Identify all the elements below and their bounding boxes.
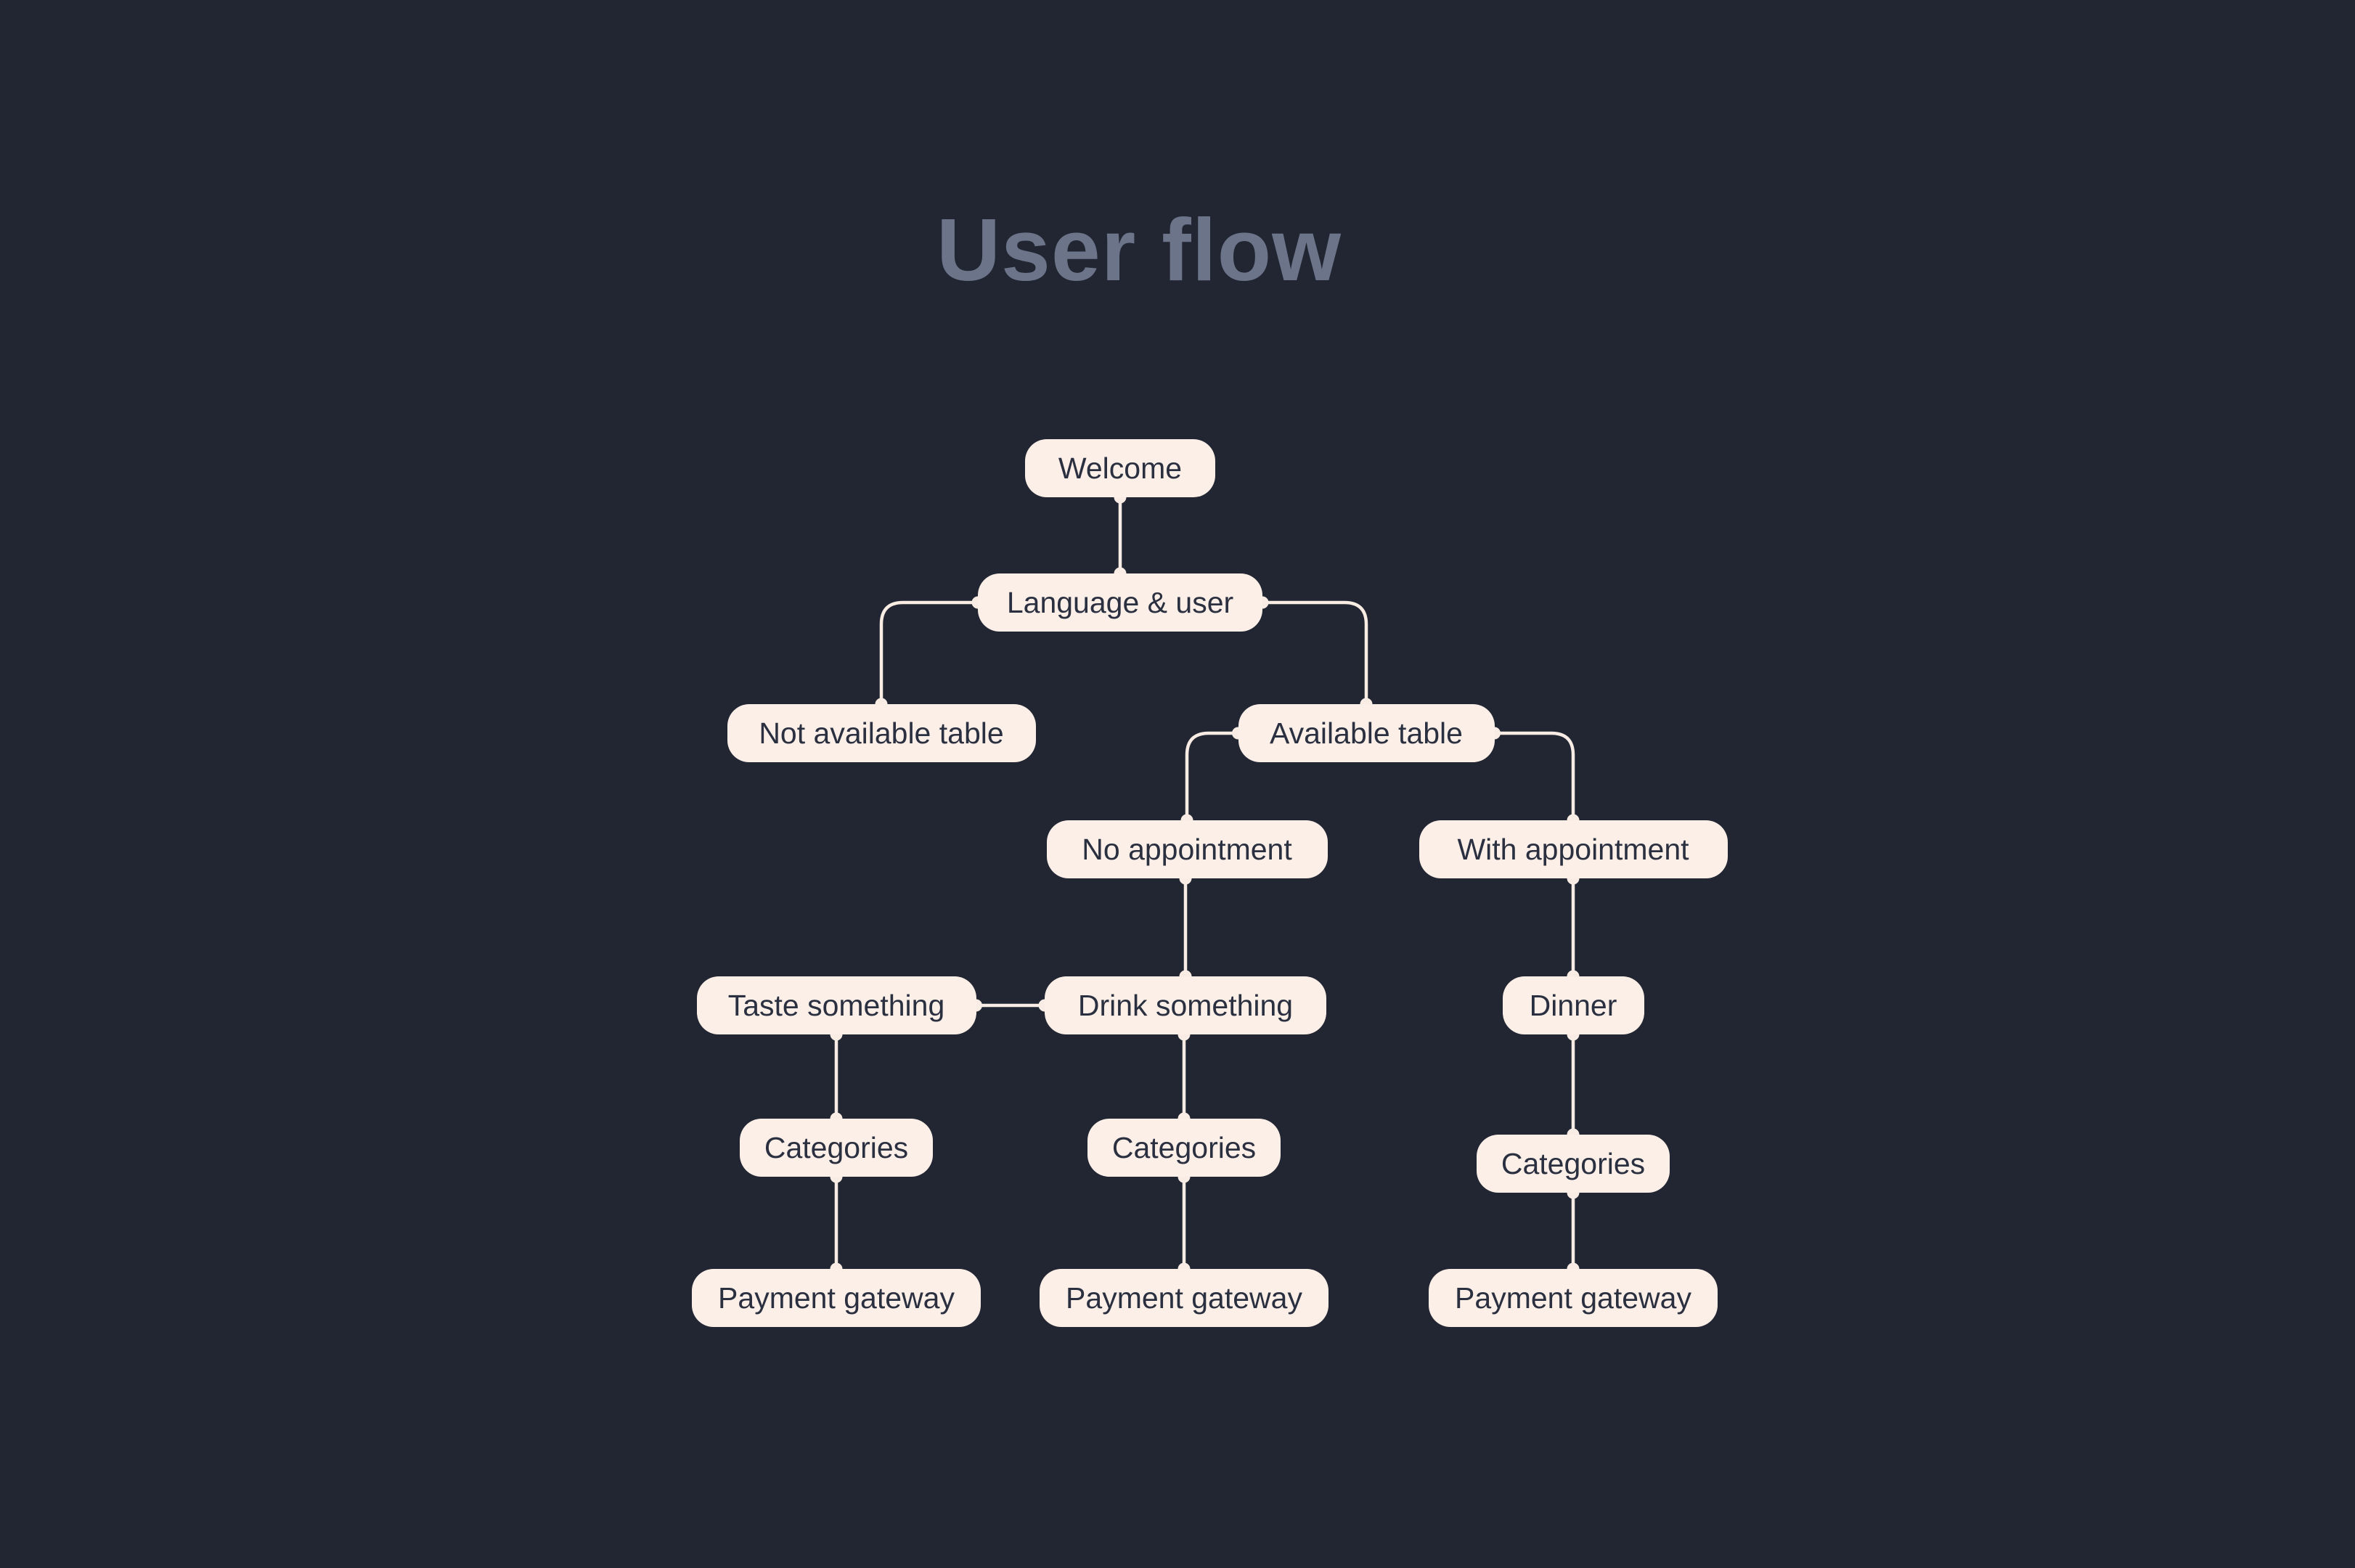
flow-node-drink-something[interactable]: Drink something [1045,976,1326,1034]
flow-node-taste-something[interactable]: Taste something [696,976,976,1034]
flow-node-language-user[interactable]: Language & user [978,573,1262,632]
flow-node-categories-1[interactable]: Categories [740,1119,933,1177]
flow-node-categories-2[interactable]: Categories [1087,1119,1281,1177]
page-title: User flow [936,200,1342,299]
flow-node-payment-gateway-2[interactable]: Payment gateway [1040,1269,1328,1327]
flow-node-available-table[interactable]: Available table [1238,704,1495,762]
flow-node-dinner[interactable]: Dinner [1502,976,1644,1034]
edge-language-user-to-available-table [1262,600,1368,704]
flow-node-with-appointment[interactable]: With appointment [1419,820,1728,878]
flow-node-payment-gateway-3[interactable]: Payment gateway [1429,1269,1718,1327]
flow-node-no-appointment[interactable]: No appointment [1046,820,1328,878]
flow-node-not-available-table[interactable]: Not available table [727,704,1036,762]
flow-node-welcome[interactable]: Welcome [1025,439,1215,497]
flow-node-categories-3[interactable]: Categories [1477,1135,1670,1193]
edge-language-user-to-not-available-table [879,600,978,704]
flow-node-payment-gateway-1[interactable]: Payment gateway [692,1269,981,1327]
edge-available-table-to-with-appointment [1494,731,1575,820]
edge-available-table-to-no-appointment [1185,731,1238,820]
